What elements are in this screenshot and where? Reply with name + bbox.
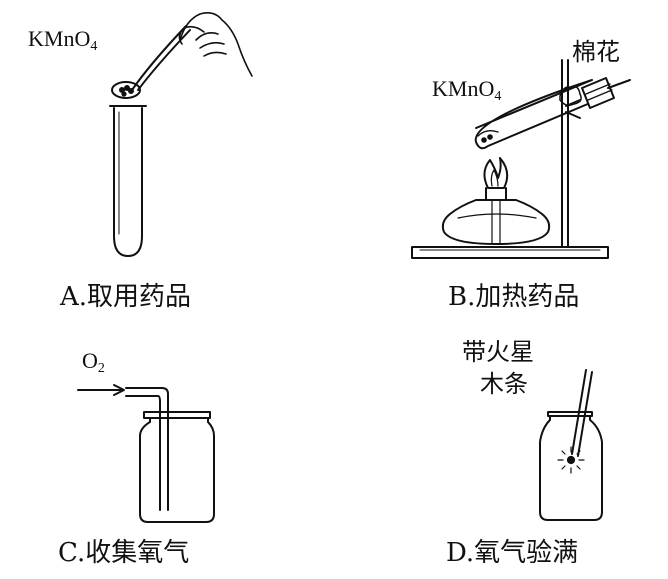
delivery-tube	[125, 387, 169, 511]
spatula	[131, 25, 187, 91]
splint-label-line1: 带火星	[462, 338, 534, 366]
test-tube-b	[474, 79, 603, 150]
cotton-plug	[559, 86, 582, 107]
glass-plate	[143, 411, 211, 419]
caption-a: A.取用药品	[60, 282, 192, 312]
alcohol-lamp	[485, 187, 507, 201]
caption-c: C.收集氧气	[58, 538, 190, 568]
gas-bottle-d	[539, 415, 603, 521]
reagent-b-sub: 4	[494, 89, 502, 104]
panel-a-drawing	[109, 12, 253, 257]
wooden-splint	[571, 369, 593, 457]
caption-d: D.氧气验满	[446, 538, 579, 568]
reagent-b-main: KMnO	[432, 76, 495, 101]
hand-a	[178, 12, 253, 77]
caption-b: B.加热药品	[448, 282, 580, 312]
gas-bottle	[139, 417, 215, 523]
reagent-label-b: KMnO4	[432, 78, 501, 104]
reagent-label-a: KMnO4	[28, 28, 97, 54]
splint-label-line2: 木条	[480, 370, 528, 398]
gas-label-c: O2	[82, 350, 105, 376]
panel-d-drawing	[539, 369, 603, 521]
cotton-label: 棉花	[572, 38, 620, 66]
test-tube-a	[113, 107, 143, 257]
panel-c-drawing	[77, 384, 215, 523]
reagent-a-main: KMnO	[28, 26, 91, 51]
iron-stand-base	[411, 246, 609, 259]
panel-b-drawing	[411, 59, 631, 259]
gas-c-main: O	[82, 348, 98, 373]
flame	[483, 157, 509, 189]
gas-c-sub: 2	[97, 361, 105, 376]
reagent-a-sub: 4	[90, 39, 98, 54]
glowing-tip	[557, 446, 585, 474]
